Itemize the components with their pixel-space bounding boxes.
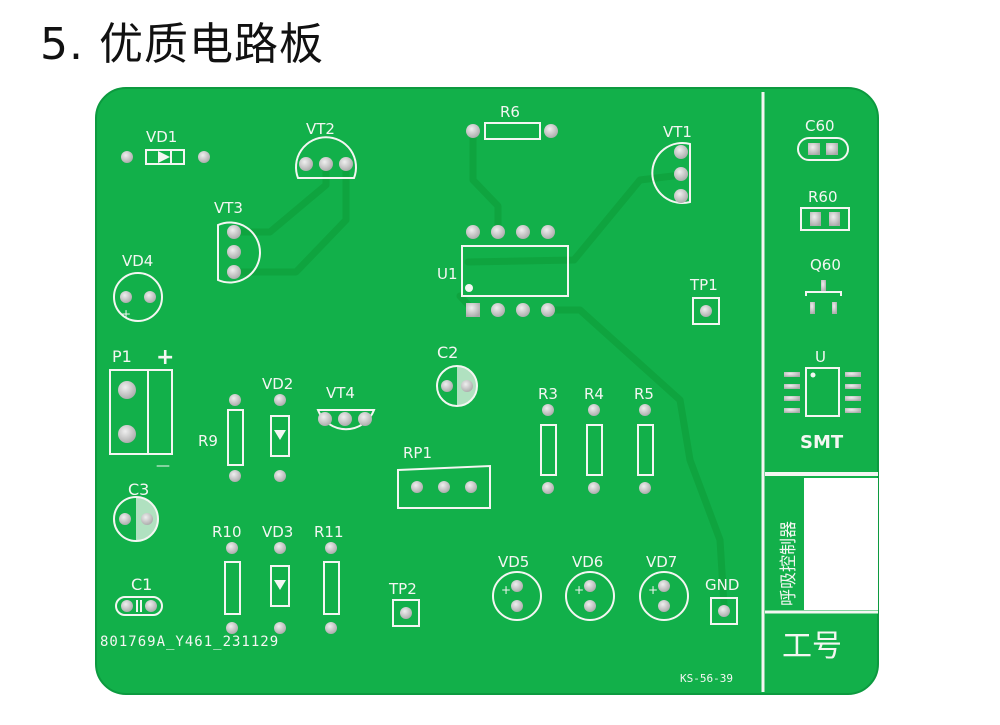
page-title: 5. 优质电路板 [40, 8, 324, 72]
vd5-label: VD5 [498, 553, 529, 571]
project-name-text: 呼吸控制器 [779, 521, 799, 606]
smt-label: SMT [800, 432, 844, 453]
p1-label: P1 [112, 347, 132, 366]
p1-minus: — [156, 458, 170, 474]
c2-capacitor: C2 [436, 343, 478, 407]
vd4-label: VD4 [122, 252, 153, 270]
u1-label: U1 [437, 265, 458, 283]
tp2-label: TP2 [388, 580, 417, 598]
p1-plus: + [156, 345, 174, 370]
vd5-led: VD5 + [492, 553, 542, 621]
vd7-led: VD7 + [639, 553, 689, 621]
p1-terminal: P1 + — [109, 345, 174, 474]
r60-label: R60 [808, 188, 838, 206]
c1-capacitor: C1 [115, 575, 163, 616]
vd7-label: VD7 [646, 553, 677, 571]
c60-label: C60 [805, 117, 835, 135]
c3-capacitor: C3 [113, 480, 159, 542]
vd1-diode: VD1 [121, 128, 210, 165]
r5-resistor: R5 [634, 385, 654, 494]
svg-text:+: + [501, 583, 511, 597]
rp1-label: RP1 [403, 444, 432, 462]
gnd-testpoint: GND [705, 576, 739, 625]
r9-label: R9 [198, 432, 218, 450]
pad [121, 151, 133, 163]
vt1-label: VT1 [663, 123, 692, 141]
u-label: U [815, 348, 826, 366]
r4-resistor: R4 [584, 385, 604, 494]
vd6-led: VD6 + [565, 553, 615, 621]
rp1-potentiometer: RP1 [397, 444, 491, 509]
r6-resistor: R6 [466, 103, 558, 140]
vd2-diode: VD2 [262, 375, 293, 482]
board-code-text: KS-56-39 [680, 672, 733, 685]
board-id-text: 801769A_Y461_231129 [100, 634, 279, 650]
svg-text:+: + [648, 583, 658, 597]
r3-resistor: R3 [538, 385, 558, 494]
vd3-label: VD3 [262, 523, 293, 541]
vd6-label: VD6 [572, 553, 603, 571]
vt2-transistor: VT2 [295, 120, 357, 179]
svg-text:+: + [121, 307, 131, 321]
r10-resistor: R10 [212, 523, 242, 634]
r9-resistor: R9 [198, 394, 244, 482]
r11-label: R11 [314, 523, 344, 541]
vt4-label: VT4 [326, 384, 355, 402]
tp1-testpoint: TP1 [689, 276, 720, 325]
tp2-testpoint: TP2 [388, 580, 420, 627]
r11-resistor: R11 [314, 523, 344, 634]
vt1-transistor: VT1 [651, 123, 692, 204]
vd4-led: VD4 + [113, 252, 163, 322]
u1-ic: U1 [437, 225, 569, 317]
white-label-area [804, 478, 878, 610]
r10-label: R10 [212, 523, 242, 541]
smt-panel: C60 R60 Q60 U SMT 呼吸控制器 工号 [761, 92, 878, 692]
vt2-label: VT2 [306, 120, 335, 138]
r4-label: R4 [584, 385, 604, 403]
title-text: 优质电路板 [98, 19, 324, 70]
vd1-label: VD1 [146, 128, 177, 146]
r6-label: R6 [500, 103, 520, 121]
tp1-label: TP1 [689, 276, 718, 294]
vd3-diode: VD3 [262, 523, 293, 634]
vd2-label: VD2 [262, 375, 293, 393]
svg-text:+: + [574, 583, 584, 597]
q60-label: Q60 [810, 256, 841, 274]
vt3-label: VT3 [214, 199, 243, 217]
gnd-label: GND [705, 576, 739, 594]
c3-label: C3 [128, 480, 149, 499]
c2-label: C2 [437, 343, 458, 362]
pcb-substrate [96, 88, 878, 694]
vt3-transistor: VT3 [214, 199, 261, 284]
r5-label: R5 [634, 385, 654, 403]
vt4-transistor: VT4 [316, 384, 376, 431]
r3-label: R3 [538, 385, 558, 403]
worker-id-text: 工号 [782, 629, 842, 664]
title-number: 5. [40, 19, 84, 70]
pad [198, 151, 210, 163]
c1-label: C1 [131, 575, 152, 594]
